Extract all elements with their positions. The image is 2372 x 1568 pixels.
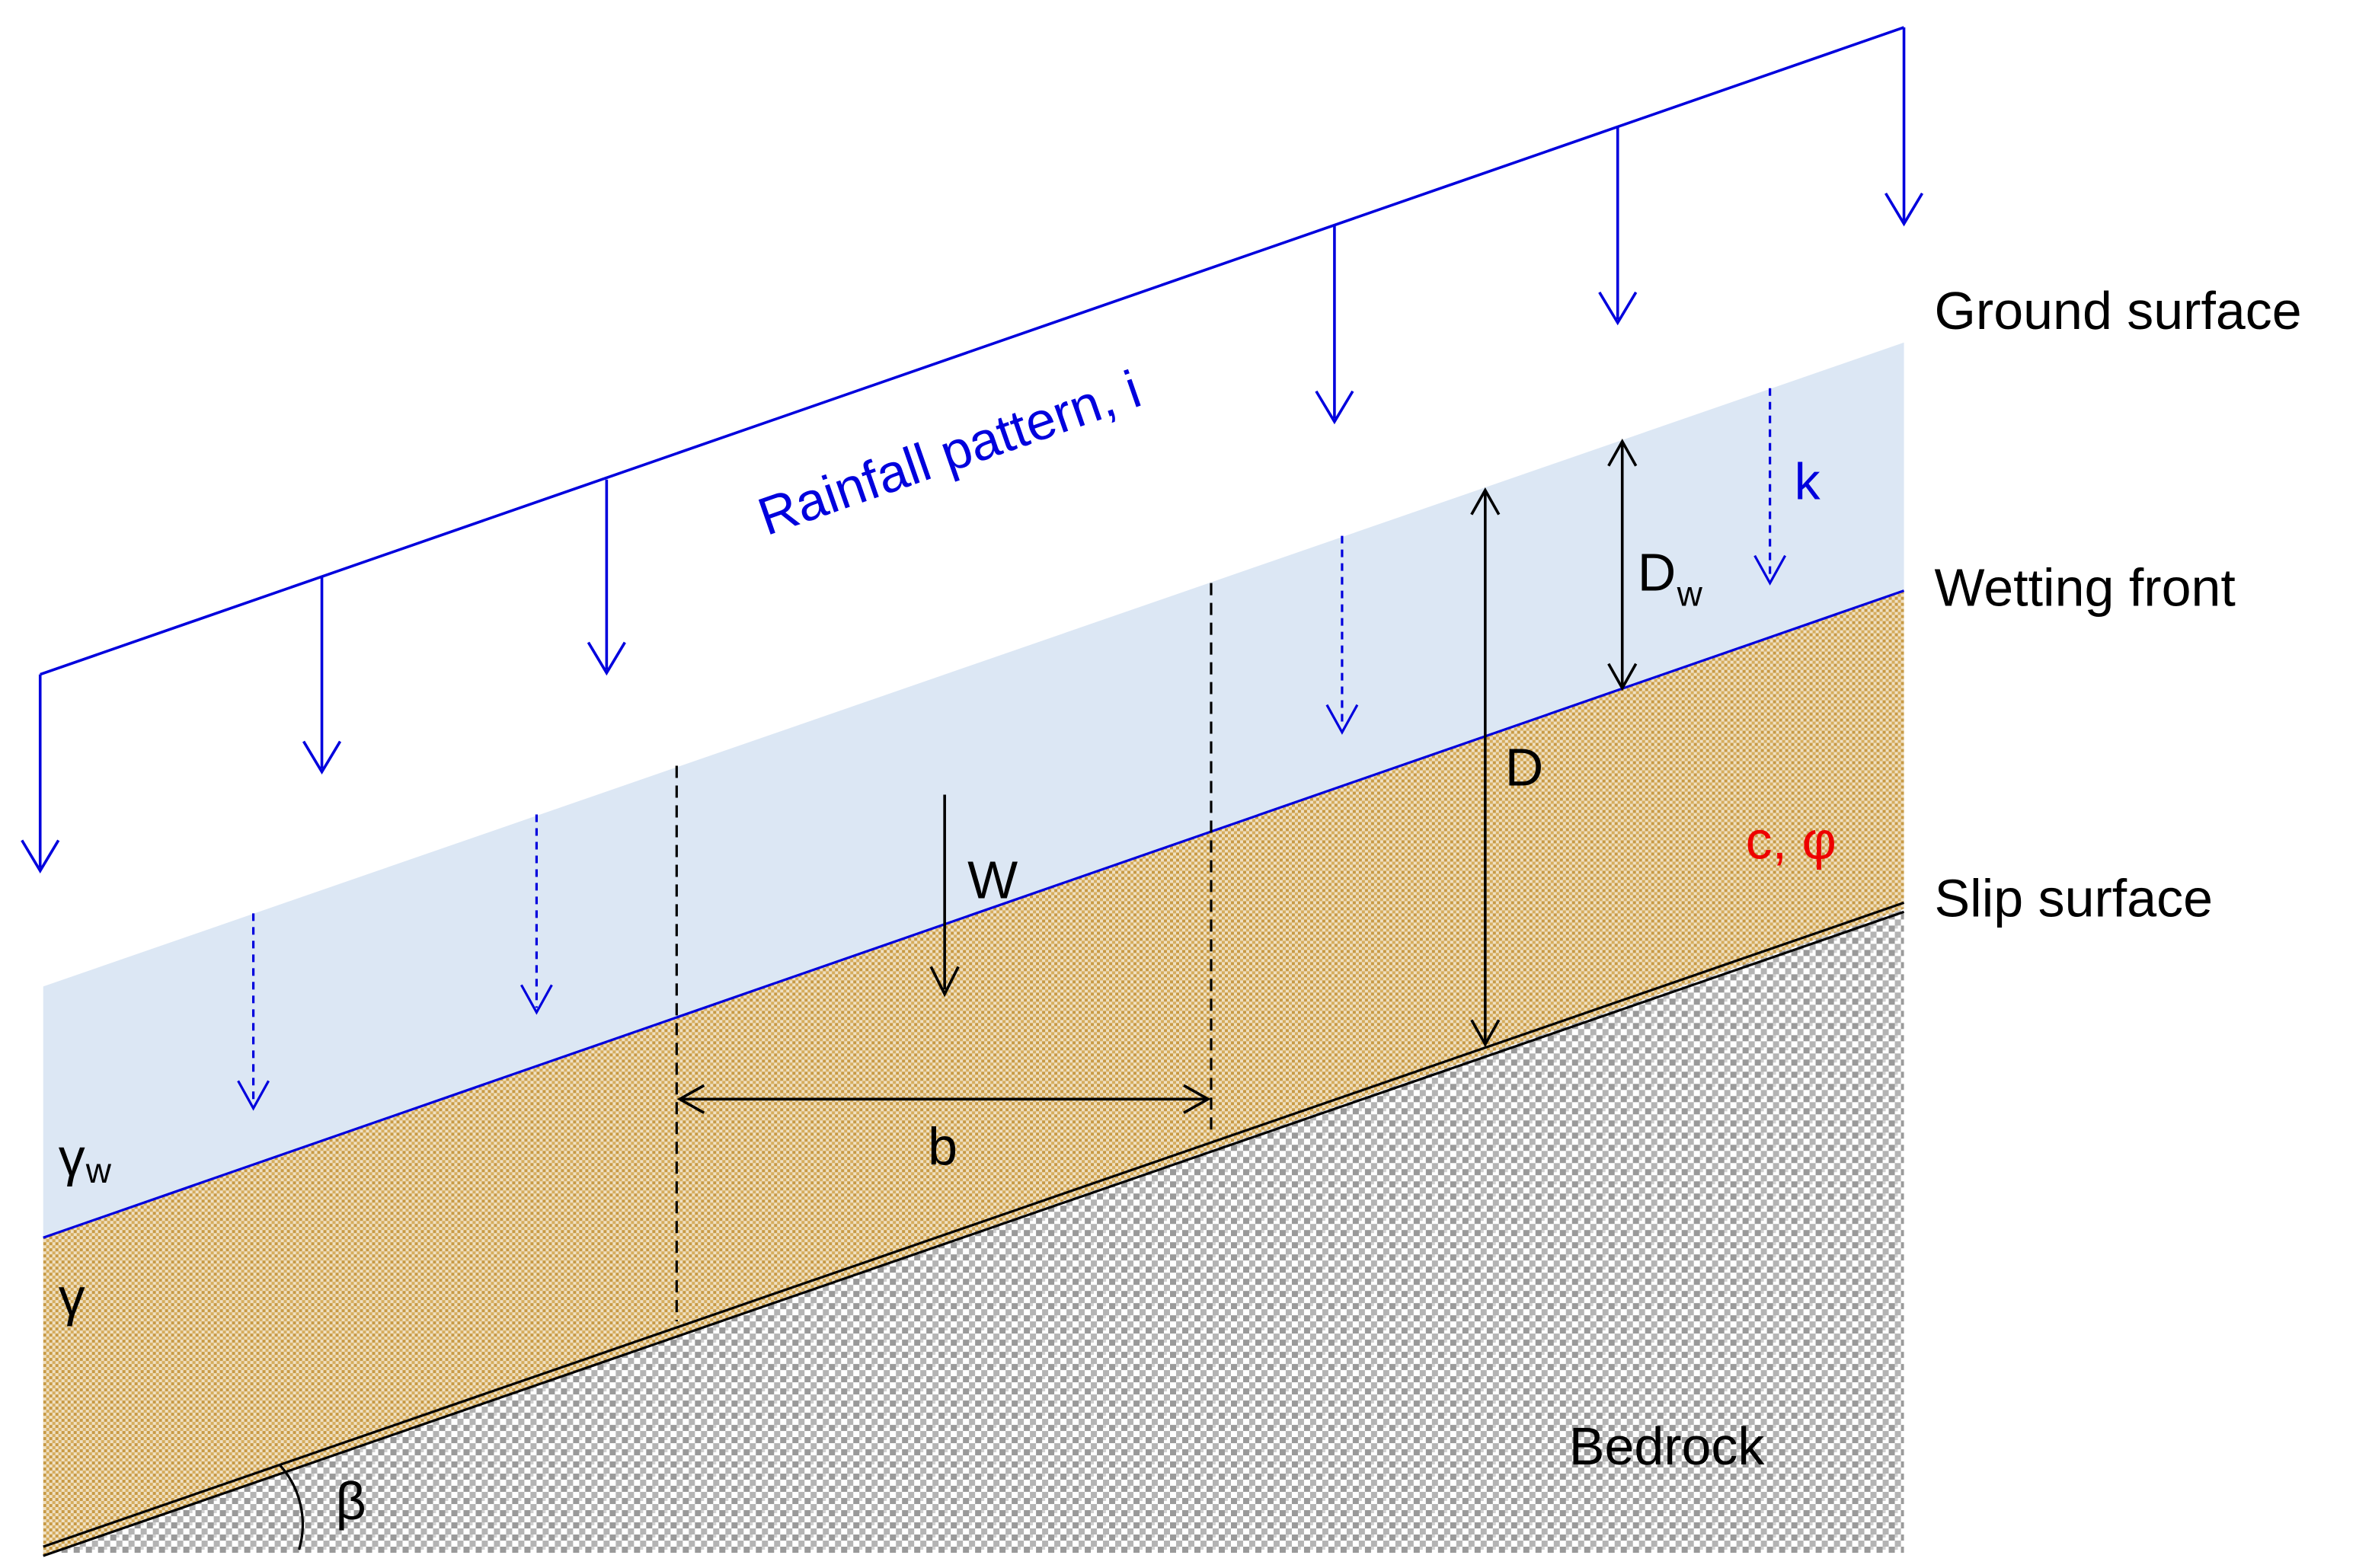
infiltration-arrows [237, 388, 1787, 1111]
soil-layer [43, 590, 1904, 1557]
rain-arrow [1884, 27, 1924, 227]
water-unit-weight-symbol: γ [59, 1127, 85, 1186]
wetted-zone [43, 342, 1904, 1238]
bedrock-label: Bedrock [1569, 1416, 1766, 1476]
depth-label: D [1505, 737, 1544, 797]
rain-arrow [21, 674, 60, 873]
water-unit-weight-label: γ w [59, 1127, 112, 1190]
wetting-depth-dimension-arrow [1607, 439, 1638, 691]
wetting-front-label: Wetting front [1935, 558, 2236, 618]
slip-surface-label: Slip surface [1935, 868, 2213, 928]
slip-surface-line [43, 901, 1905, 1557]
rain-arrow [1598, 126, 1638, 326]
wetting-depth-subscript: w [1677, 574, 1703, 614]
water-unit-weight-subscript: w [85, 1151, 112, 1190]
wetting-depth-label: D w [1638, 543, 1703, 614]
rain-arrow [1315, 225, 1354, 425]
strength-parameters-label: c, φ [1746, 810, 1837, 870]
rain-arrow [302, 576, 342, 775]
slice-width-label: b [928, 1116, 957, 1176]
width-dimension-arrow [676, 1084, 1211, 1114]
wetting-front-line [43, 589, 1905, 1239]
rainfall-pattern [21, 26, 1924, 873]
slope-angle-label: β [336, 1471, 366, 1531]
weight-arrow [929, 794, 960, 998]
depth-dimension-arrow [1470, 487, 1501, 1048]
ground-surface-label: Ground surface [1935, 281, 2302, 340]
weight-label: W [967, 850, 1018, 909]
rainfall-label: Rainfall pattern, i [751, 359, 1148, 547]
slice-boundaries [675, 583, 1213, 1322]
infiltration-arrow [1325, 535, 1359, 735]
permeability-label: k [1795, 453, 1821, 511]
slope-angle-arc [278, 1463, 305, 1550]
rain-arrow [587, 479, 626, 676]
soil-unit-weight-label: γ [59, 1267, 85, 1327]
infiltration-arrow [520, 814, 553, 1015]
wetting-depth-symbol: D [1638, 543, 1677, 602]
infiltration-arrow [237, 913, 270, 1111]
infiltration-arrow [1753, 388, 1787, 586]
